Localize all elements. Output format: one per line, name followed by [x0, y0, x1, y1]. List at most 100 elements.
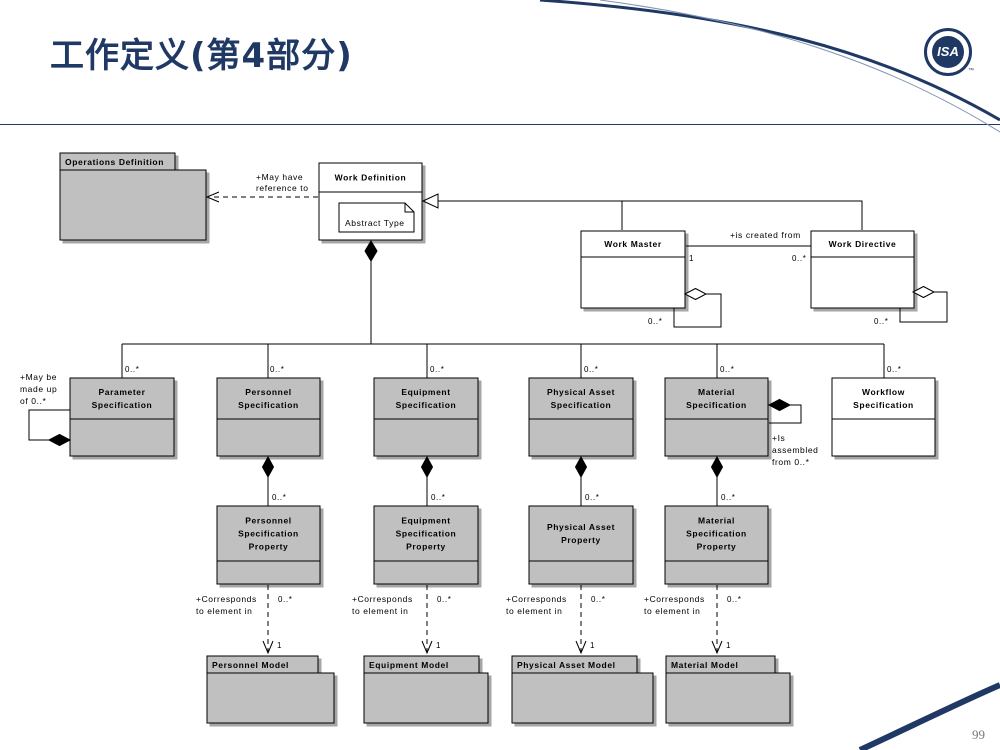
work-master-multiplicity: 1: [689, 254, 694, 263]
work-directive-multiplicity: 0..*: [792, 254, 806, 263]
personnel-specification-class-title-line-1: Personnel: [245, 387, 292, 397]
work-master-aggregation-diamond: [683, 287, 708, 301]
may-be-made-up-label-line-3: of 0..*: [20, 396, 47, 406]
property-multiplicity-1: 0..*: [272, 493, 286, 502]
physical-asset-property-class-box: [528, 505, 634, 585]
material-specification-class-box: [664, 377, 769, 457]
physical-asset-model-package-tab: [511, 655, 638, 674]
operations-definition-package-label: Operations Definition: [65, 157, 164, 167]
equipment-specification-class-title-line-1: Equipment: [401, 387, 450, 397]
physical-asset-model-package-label: Physical Asset Model: [517, 660, 616, 670]
physical-asset-specification-class-title-line-1: Physical Asset: [547, 387, 615, 397]
personnel-model-package-label: Personnel Model: [212, 660, 289, 670]
title-divider: [0, 124, 1000, 125]
page-number: 99: [972, 727, 985, 742]
work-directive-class-title-line-1: Work Directive: [829, 239, 897, 249]
parameter-composition-diamond: [47, 433, 72, 447]
physical-asset-specification-class-box: [528, 377, 634, 457]
work-definition-composition-diamond: [364, 240, 378, 262]
corresponds-source-multiplicity-3: 0..*: [591, 595, 605, 604]
corresponds-label-1-line-2: to element in: [196, 606, 252, 616]
parameter-specification-class-title-line-2: Specification: [92, 400, 153, 410]
generalization-edge: [621, 200, 863, 230]
may-be-made-up-label-line-1: +May be: [20, 372, 57, 382]
parameter-self-loop: [28, 409, 70, 441]
material-model-package-body: [665, 672, 791, 724]
composition-multiplicity-5: 0..*: [720, 365, 734, 374]
equipment-model-package-label: Equipment Model: [369, 660, 449, 670]
is-assembled-label-line-3: from 0..*: [772, 457, 810, 467]
abstract-type-note-fold: [404, 203, 414, 213]
dependency-arrowhead: [205, 191, 220, 203]
isa-logo-text: ISA: [932, 36, 964, 68]
operations-definition-package-body: [59, 169, 207, 241]
material-specification-property-class-title-line-2: Specification: [686, 529, 747, 539]
material-specification-property-class-title-line-3: Property: [697, 542, 737, 552]
work-directive-class: Work Directive: [810, 230, 915, 309]
material-composition-diamond: [767, 398, 792, 412]
material-specification-property-class-title-line-1: Material: [698, 516, 735, 526]
personnel-specification-property-class-title-line-3: Property: [249, 542, 289, 552]
equipment-specification-class-title-line-2: Specification: [396, 400, 457, 410]
equipment-specification-property-class-box: [373, 505, 479, 585]
corresponds-target-multiplicity-3: 1: [590, 641, 595, 650]
corresponds-target-multiplicity-1: 1: [277, 641, 282, 650]
composition-multiplicity-6: 0..*: [887, 365, 901, 374]
corresponds-label-4-line-2: to element in: [644, 606, 700, 616]
corresponds-label-3-line-1: +Corresponds: [506, 594, 567, 604]
may-have-reference-label-line-1: +May have: [256, 172, 303, 182]
workflow-specification-class-title-line-1: Workflow: [862, 387, 905, 397]
equipment-model-package-tab: [363, 655, 480, 674]
corresponds-label-2-line-2: to element in: [352, 606, 408, 616]
personnel-model-package-tab: [206, 655, 319, 674]
property-multiplicity-3: 0..*: [585, 493, 599, 502]
may-have-reference-label-line-2: reference to: [256, 183, 309, 193]
material-specification-class-title-line-1: Material: [698, 387, 735, 397]
physical-asset-property-class-title-line-2: Property: [561, 535, 601, 545]
equipment-model-package-body: [363, 672, 489, 724]
corresponds-source-multiplicity-1: 0..*: [278, 595, 292, 604]
material-model-package-label: Material Model: [671, 660, 738, 670]
work-master-class: Work Master: [580, 230, 686, 309]
may-be-made-up-label-line-2: made up: [20, 384, 57, 394]
isa-logo: ISA: [924, 28, 972, 76]
operations-definition-package: Operations Definition: [59, 152, 207, 241]
equipment-model-package: Equipment Model: [363, 655, 489, 724]
corresponds-arrowhead-2: [421, 640, 433, 655]
composition-multiplicity-1: 0..*: [125, 365, 139, 374]
corresponds-label-1-line-1: +Corresponds: [196, 594, 257, 604]
spec-composition-diamond-3: [574, 455, 588, 479]
is-created-from-label: +is created from: [730, 230, 801, 240]
composition-multiplicity-3: 0..*: [430, 365, 444, 374]
generalization-arrowhead: [421, 193, 439, 209]
spec-composition-diamond-1: [261, 455, 275, 479]
parameter-specification-class-title-line-1: Parameter: [99, 387, 146, 397]
abstract-type-note-text: Abstract Type: [345, 218, 405, 228]
work-master-self-loop: [673, 293, 722, 328]
material-specification-class-title-line-2: Specification: [686, 400, 747, 410]
equipment-specification-property-class-title-line-1: Equipment: [401, 516, 450, 526]
corresponds-label-3-line-2: to element in: [506, 606, 562, 616]
is-assembled-label-line-1: +Is: [772, 433, 785, 443]
corresponds-label-2-line-1: +Corresponds: [352, 594, 413, 604]
material-model-package: Material Model: [665, 655, 791, 724]
work-definition-class-title-line-1: Work Definition: [335, 173, 407, 183]
equipment-specification-property-class-title-line-2: Specification: [396, 529, 457, 539]
work-master-class-title-line-1: Work Master: [604, 239, 662, 249]
corresponds-arrowhead-4: [711, 640, 723, 655]
personnel-specification-property-class-title-line-2: Specification: [238, 529, 299, 539]
corresponds-source-multiplicity-2: 0..*: [437, 595, 451, 604]
physical-asset-model-package-body: [511, 672, 654, 724]
physical-asset-property-class-title-line-1: Physical Asset: [547, 522, 615, 532]
work-master-class-box: [580, 230, 686, 309]
bottom-right-swoosh: [858, 682, 1000, 750]
equipment-specification-class-box: [373, 377, 479, 457]
page-title: 工作定义(第4部分): [50, 36, 353, 76]
corresponds-target-multiplicity-2: 1: [436, 641, 441, 650]
